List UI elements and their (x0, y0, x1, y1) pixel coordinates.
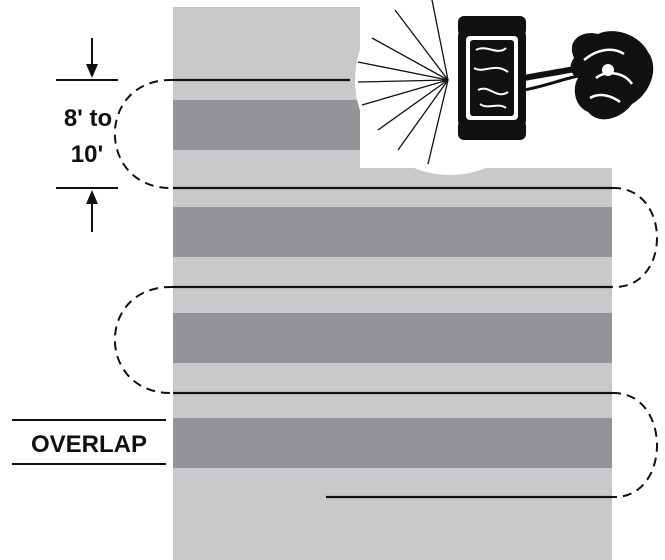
walking-path (114, 78, 658, 499)
overlap-band-4 (173, 418, 612, 468)
spacing-label-line2: 10' (71, 141, 103, 168)
turn-right-2 (611, 391, 658, 499)
spacing-dimension (56, 38, 118, 232)
field-area-left (173, 7, 360, 560)
overlap-label: OVERLAP (31, 431, 147, 458)
spacing-label-line1: 8' to (64, 105, 112, 132)
broadcast-spreader-icon (458, 16, 654, 140)
turn-left-2 (114, 285, 174, 395)
turn-right-1 (611, 186, 658, 289)
spray-rays (357, 0, 449, 165)
overlap-band-1 (173, 100, 360, 150)
turn-left-1 (114, 78, 174, 190)
overlap-band-2 (173, 207, 612, 257)
overlap-band-3 (173, 313, 612, 363)
